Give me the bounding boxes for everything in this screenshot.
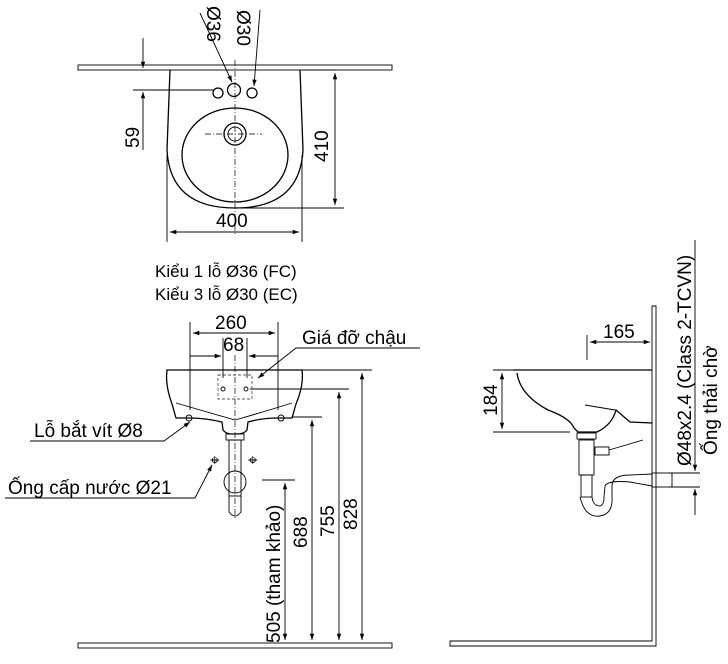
dim-68-label: 68 (223, 335, 244, 356)
bracket-hole (220, 386, 226, 392)
water-supply-label: Ống cấp nước Ø21 (8, 477, 172, 499)
wall-floor-side (449, 305, 657, 647)
leader-36 (199, 12, 233, 83)
pop-up-rod (608, 439, 644, 451)
bracket-label: Giá đỡ chậu (302, 328, 406, 349)
side-view: 165 184 Ø48x2.4 (Class 2-TCVN) Ống thải … (449, 240, 722, 647)
dim-505-label: 505 (tham khảo) (264, 505, 285, 643)
drain-pipe-label: Ống thải chờ (700, 345, 722, 455)
supply-cross-right: ⌖ (248, 451, 258, 470)
dim-59-label: 59 (123, 127, 144, 148)
overflow-valve (594, 446, 610, 456)
dim-828-label: 828 (341, 498, 362, 530)
faucet-hole-center (226, 82, 242, 98)
screw-hole-label: Lỗ bắt vít Ø8 (34, 420, 143, 442)
top-view: Ø36 Ø30 59 410 400 Kiểu 1 lỗ Ø36 (FC) Ki… (77, 6, 393, 304)
trap-vertical (580, 474, 593, 498)
basin-side-outline (513, 369, 653, 433)
basin-side-inner (584, 404, 616, 411)
supply-cross-left: ⌖ (210, 451, 220, 470)
caption-1-hole: Kiểu 1 lỗ Ø36 (FC) (155, 262, 297, 281)
dim-165-label: 165 (603, 322, 635, 343)
screw-hole-leader (30, 421, 191, 442)
dim-400-label: 400 (216, 211, 248, 232)
dim-184-label: 184 (481, 384, 502, 416)
dim-260-label: 260 (215, 313, 247, 334)
drain-pipe-side (578, 439, 595, 476)
drain-pipe-spec: Ø48x2.4 (Class 2-TCVN) (675, 255, 696, 466)
hole-side-label: Ø30 (232, 10, 253, 46)
dim-755-label: 755 (318, 505, 339, 537)
drain-nut-side (576, 432, 597, 440)
dim-410-label: 410 (312, 130, 333, 162)
hole-center-label: Ø36 (202, 6, 223, 42)
faucet-hole-right (246, 87, 258, 99)
front-view: ⌖ ⌖ 260 68 Giá đỡ chậu Lỗ bắt vít Ø8 Ống… (5, 313, 420, 649)
screw-hole-left (185, 414, 193, 422)
supply-leader (5, 464, 213, 499)
basin-bowl (181, 107, 289, 203)
leader-30 (252, 9, 261, 87)
screw-hole-right (277, 414, 285, 422)
dim-688-label: 688 (291, 516, 312, 548)
bracket-hole (243, 386, 249, 392)
p-trap (579, 473, 653, 517)
wall-drain-pipe (651, 472, 673, 488)
faucet-hole-left (212, 87, 224, 99)
floor-front (77, 642, 393, 649)
trap-tail (228, 496, 242, 517)
caption-3-hole: Kiểu 3 lỗ Ø30 (EC) (155, 285, 298, 304)
bracket-leader (257, 347, 420, 379)
